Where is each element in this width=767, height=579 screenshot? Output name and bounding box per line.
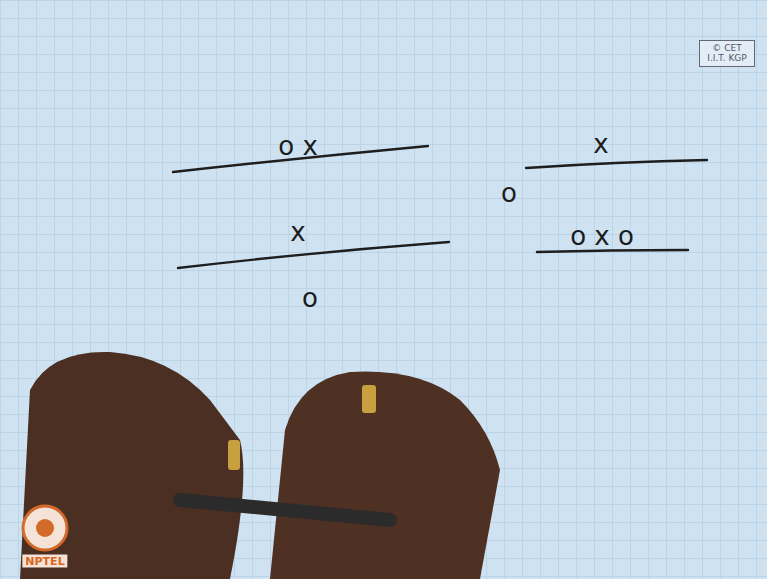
hands-illustration xyxy=(20,352,500,579)
handwritten-mark: o x o xyxy=(570,223,634,249)
handwritten-mark: x xyxy=(290,219,305,245)
handwritten-mark: o xyxy=(501,180,517,206)
watermark-text: © CET I.I.T. KGP xyxy=(707,43,747,63)
hand-line xyxy=(178,242,449,268)
hand-line xyxy=(526,160,707,168)
logo-text: NPTEL xyxy=(22,555,67,568)
handwritten-mark: o xyxy=(302,285,318,311)
handwritten-mark: o x xyxy=(278,133,318,159)
hand-line xyxy=(537,250,688,252)
nptel-logo xyxy=(23,506,67,550)
copyright-box: © CET I.I.T. KGP xyxy=(699,40,755,67)
handwritten-mark: x xyxy=(593,131,608,157)
